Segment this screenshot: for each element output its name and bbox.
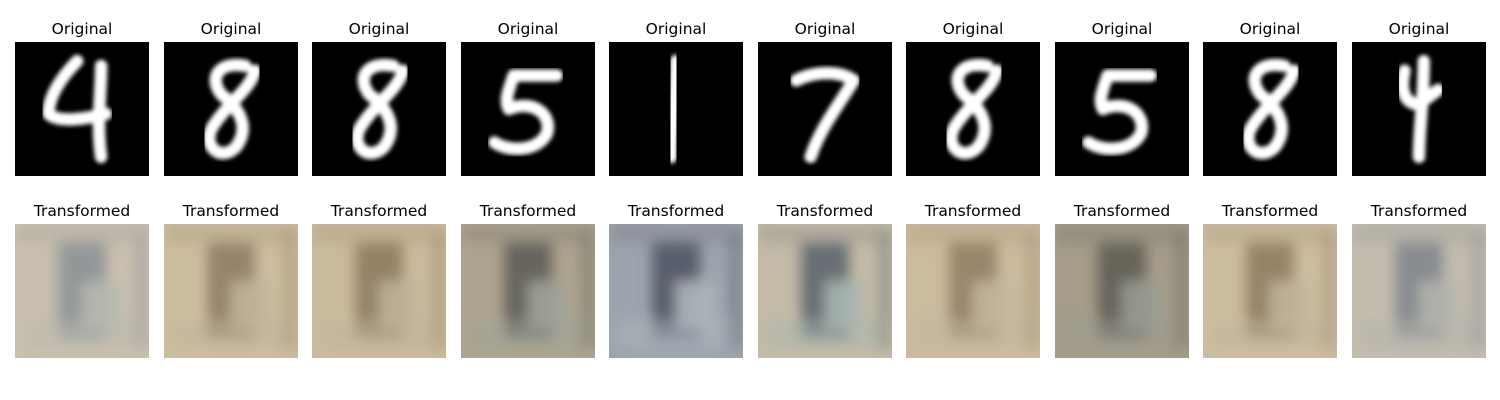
panel-title: Transformed [33, 202, 131, 220]
transformed-image [609, 224, 743, 358]
original-panel: Original [1203, 20, 1337, 176]
transformed-panel: Transformed [906, 202, 1040, 358]
panel-title: Transformed [330, 202, 428, 220]
digit-image [1352, 42, 1486, 176]
transformed-panel: Transformed [609, 202, 743, 358]
transformed-panel: Transformed [758, 202, 892, 358]
panel-title: Transformed [1370, 202, 1468, 220]
panel-title: Original [1388, 20, 1450, 38]
digit-image [461, 42, 595, 176]
transformed-image [758, 224, 892, 358]
digit-image [906, 42, 1040, 176]
transformed-image [906, 224, 1040, 358]
panel-title: Transformed [182, 202, 280, 220]
panel-title: Transformed [479, 202, 577, 220]
transformed-panel: Transformed [15, 202, 149, 358]
panel-title: Original [942, 20, 1004, 38]
transformed-image [1352, 224, 1486, 358]
original-panel: Original [609, 20, 743, 176]
original-panel: Original [1055, 20, 1189, 176]
digit-image [15, 42, 149, 176]
transformed-image [1055, 224, 1189, 358]
original-panel: Original [164, 20, 298, 176]
panel-title: Original [200, 20, 262, 38]
panel-title: Transformed [776, 202, 874, 220]
panel-title: Original [348, 20, 410, 38]
panel-title: Original [1091, 20, 1153, 38]
transformed-image [461, 224, 595, 358]
panel-title: Transformed [627, 202, 725, 220]
digit-image [312, 42, 446, 176]
panel-title: Transformed [1221, 202, 1319, 220]
transformed-panel: Transformed [1352, 202, 1486, 358]
original-panel: Original [1352, 20, 1486, 176]
transformed-panel: Transformed [1055, 202, 1189, 358]
transformed-panel: Transformed [164, 202, 298, 358]
original-panel: Original [312, 20, 446, 176]
transformed-panel: Transformed [312, 202, 446, 358]
digit-image [1055, 42, 1189, 176]
transformed-image [312, 224, 446, 358]
panel-title: Original [1239, 20, 1301, 38]
digit-image [164, 42, 298, 176]
panel-title: Original [51, 20, 113, 38]
panel-title: Original [645, 20, 707, 38]
original-panel: Original [15, 20, 149, 176]
panel-title: Original [497, 20, 559, 38]
transformed-panel: Transformed [461, 202, 595, 358]
digit-image [1203, 42, 1337, 176]
transformed-image [1203, 224, 1337, 358]
transformed-panel: Transformed [1203, 202, 1337, 358]
panel-title: Transformed [1073, 202, 1171, 220]
digit-image [758, 42, 892, 176]
transformed-image [164, 224, 298, 358]
panel-title: Transformed [924, 202, 1022, 220]
transformed-image [15, 224, 149, 358]
digit-image [609, 42, 743, 176]
original-panel: Original [906, 20, 1040, 176]
panel-title: Original [794, 20, 856, 38]
original-panel: Original [461, 20, 595, 176]
original-panel: Original [758, 20, 892, 176]
